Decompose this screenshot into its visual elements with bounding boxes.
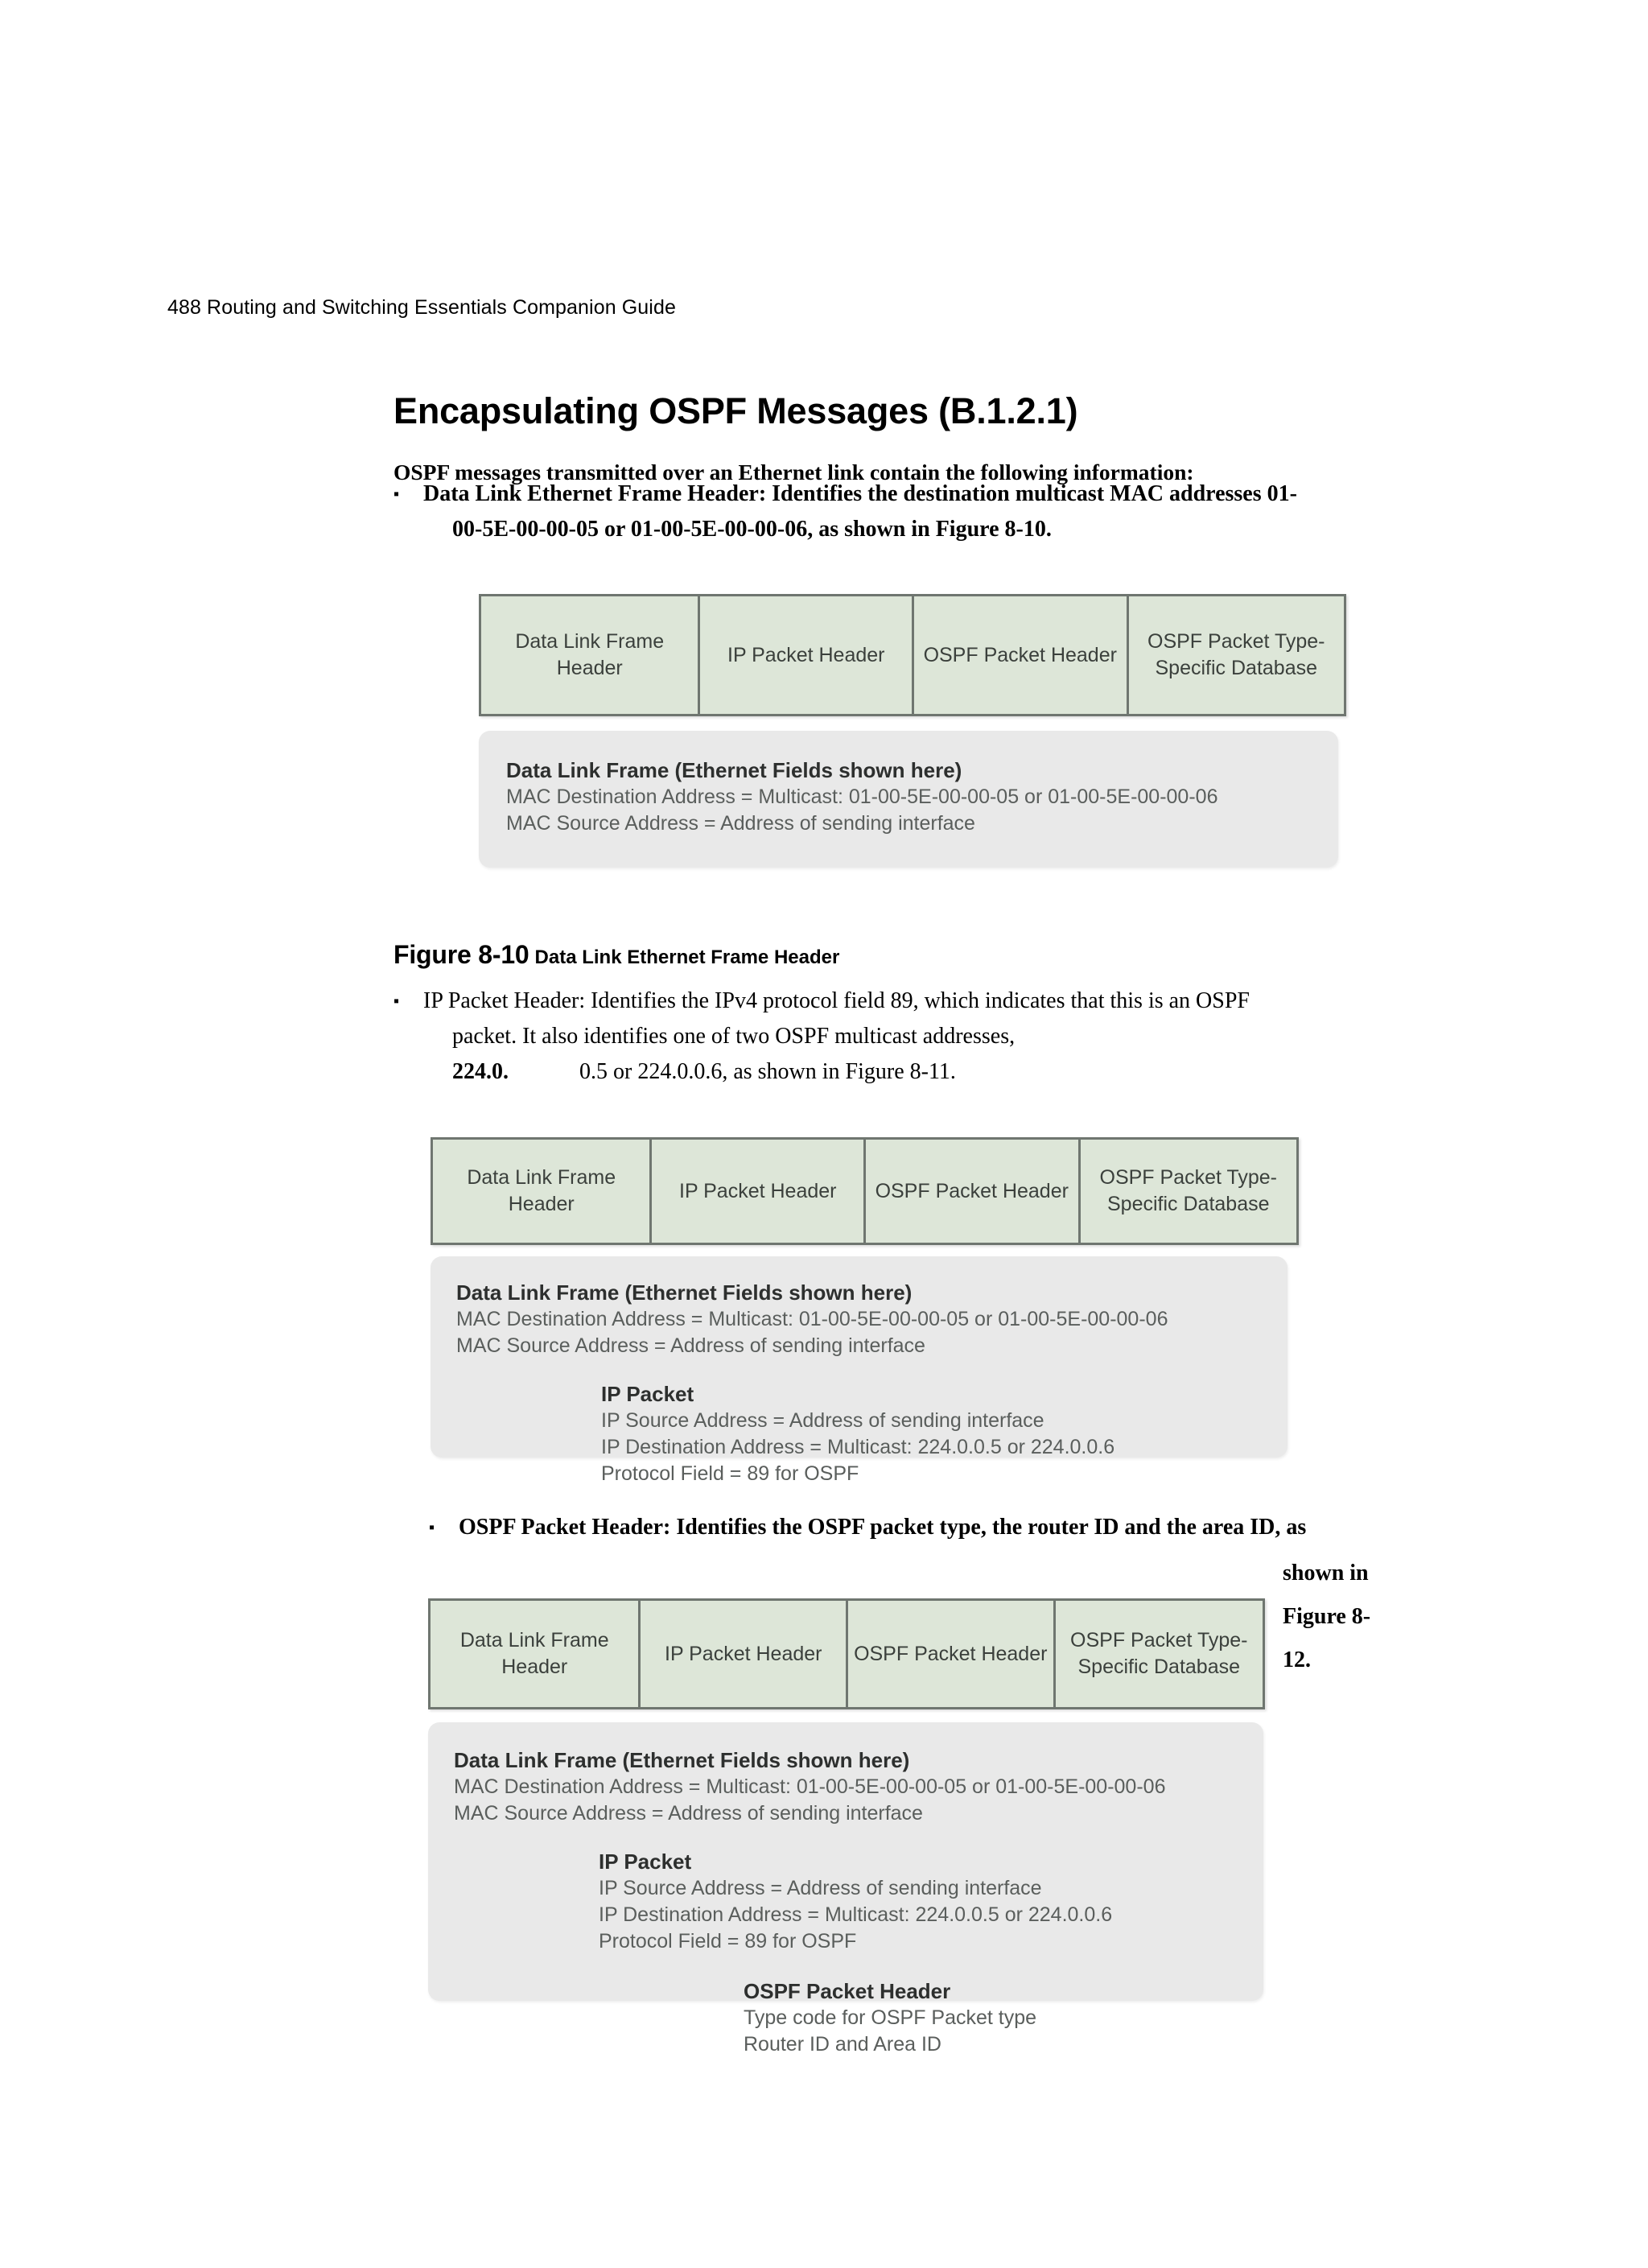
detail-panel-data-link: Data Link Frame (Ethernet Fields shown h… xyxy=(479,731,1338,868)
bullet-item-data-link: ▪ Data Link Ethernet Frame Header: Ident… xyxy=(393,476,1379,547)
detail-title-ip-packet: IP Packet xyxy=(601,1382,694,1406)
detail-ip-destination: IP Destination Address = Multicast: 224.… xyxy=(599,1903,1113,1926)
detail-block-ospf-header: OSPF Packet Header Type code for OSPF Pa… xyxy=(744,1977,1263,2058)
detail-mac-destination: MAC Destination Address = Multicast: 01-… xyxy=(456,1308,1168,1330)
page-title: Encapsulating OSPF Messages (B.1.2.1) xyxy=(393,390,1078,432)
detail-title-data-link: Data Link Frame (Ethernet Fields shown h… xyxy=(454,1748,910,1772)
bullet-one-line-2: 00-5E-00-00-05 or 01-00-5E-00-00-06, as … xyxy=(452,517,1052,542)
packet-frame-row: Data Link Frame Header IP Packet Header … xyxy=(431,1137,1299,1245)
square-bullet-icon: ▪ xyxy=(393,485,400,503)
intro-paragraph: OSPF messages transmitted over an Ethern… xyxy=(393,459,1194,485)
detail-ip-source: IP Source Address = Address of sending i… xyxy=(599,1877,1042,1899)
detail-ospf-type-code: Type code for OSPF Packet type xyxy=(744,2006,1037,2029)
packet-frame-row: Data Link Frame Header IP Packet Header … xyxy=(479,594,1346,716)
margin-line-2: Figure 8- xyxy=(1283,1604,1371,1629)
frame-cell-ospf-packet-header: OSPF Packet Header xyxy=(848,1601,1056,1707)
detail-mac-destination: MAC Destination Address = Multicast: 01-… xyxy=(506,786,1218,808)
margin-line-1: shown in xyxy=(1283,1561,1369,1586)
frame-cell-ospf-packet-header: OSPF Packet Header xyxy=(914,596,1129,714)
bullet-three-margin-overflow: shown in Figure 8- 12. xyxy=(1283,1552,1387,1682)
bullet-two-line-3: 224.0. 0.5 or 224.0.0.6, as shown in Figu… xyxy=(452,1054,1377,1090)
bullet-item-ip-packet: ▪ IP Packet Header: Identifies the IPv4 … xyxy=(393,983,1377,1090)
detail-title-data-link: Data Link Frame (Ethernet Fields shown h… xyxy=(456,1280,913,1305)
frame-cell-ospf-type-database: OSPF Packet Type-Specific Database xyxy=(1147,630,1325,679)
frame-cell-ip-packet-header: IP Packet Header xyxy=(652,1140,866,1243)
detail-block-ip-packet: IP Packet IP Source Address = Address of… xyxy=(601,1380,1288,1487)
detail-panel-ip-packet: Data Link Frame (Ethernet Fields shown h… xyxy=(431,1256,1288,1485)
bullet-two-line-2: packet. It also identifies one of two OS… xyxy=(452,1024,1016,1049)
detail-mac-source: MAC Source Address = Address of sending … xyxy=(454,1802,923,1825)
detail-panel-ospf-header: Data Link Frame (Ethernet Fields shown h… xyxy=(428,1722,1263,2056)
frame-cell-data-link-header: Data Link Frame Header xyxy=(481,596,701,714)
frame-cell-data-link-header: Data Link Frame Header xyxy=(433,1140,653,1243)
frame-cell-ip-packet-header: IP Packet Header xyxy=(641,1601,848,1707)
figure-8-11: Data Link Frame Header IP Packet Header … xyxy=(431,1137,1299,1485)
detail-ip-protocol: Protocol Field = 89 for OSPF xyxy=(599,1930,857,1953)
detail-mac-source: MAC Source Address = Address of sending … xyxy=(456,1334,925,1357)
margin-line-3: 12. xyxy=(1283,1647,1311,1672)
detail-ip-source: IP Source Address = Address of sending i… xyxy=(601,1409,1044,1432)
detail-title-ip-packet: IP Packet xyxy=(599,1849,692,1874)
figure-number: Figure 8-10 xyxy=(393,940,529,969)
running-header: 488 Routing and Switching Essentials Com… xyxy=(167,296,676,319)
figure-8-12: Data Link Frame Header IP Packet Header … xyxy=(428,1598,1265,2056)
square-bullet-icon: ▪ xyxy=(393,992,400,1010)
bullet-one-line-1: Data Link Ethernet Frame Header: Identif… xyxy=(423,481,1297,506)
frame-cell-ospf-type-database: OSPF Packet Type-Specific Database xyxy=(1099,1166,1277,1215)
frame-cell-ospf-packet-header: OSPF Packet Header xyxy=(866,1140,1081,1243)
detail-title-ospf-header: OSPF Packet Header xyxy=(744,1979,951,2003)
bullet-two-line-1: IP Packet Header: Identifies the IPv4 pr… xyxy=(423,988,1250,1013)
detail-ip-destination: IP Destination Address = Multicast: 224.… xyxy=(601,1436,1115,1458)
frame-cell-ospf-type-database: OSPF Packet Type-Specific Database xyxy=(1070,1629,1248,1678)
detail-ospf-router-area-id: Router ID and Area ID xyxy=(744,2033,941,2056)
bullet-three-line-1: OSPF Packet Header: Identifies the OSPF … xyxy=(459,1515,1307,1540)
packet-frame-row: Data Link Frame Header IP Packet Header … xyxy=(428,1598,1265,1709)
detail-title-data-link: Data Link Frame (Ethernet Fields shown h… xyxy=(506,758,962,782)
square-bullet-icon: ▪ xyxy=(429,1519,435,1536)
detail-mac-source: MAC Source Address = Address of sending … xyxy=(506,812,975,835)
figure-title: Data Link Ethernet Frame Header xyxy=(534,946,840,968)
frame-cell-ip-packet-header: IP Packet Header xyxy=(700,596,914,714)
multicast-prefix: 224.0. xyxy=(452,1059,509,1084)
bullet-item-ospf-header: ▪ OSPF Packet Header: Identifies the OSP… xyxy=(429,1510,1379,1545)
detail-mac-destination: MAC Destination Address = Multicast: 01-… xyxy=(454,1775,1166,1798)
detail-ip-protocol: Protocol Field = 89 for OSPF xyxy=(601,1462,859,1485)
frame-cell-data-link-header: Data Link Frame Header xyxy=(431,1601,641,1707)
detail-block-ip-packet: IP Packet IP Source Address = Address of… xyxy=(599,1848,1263,1955)
bullet-two-line-3-rest: 0.5 or 224.0.0.6, as shown in Figure 8-1… xyxy=(579,1059,956,1084)
figure-8-10: Data Link Frame Header IP Packet Header … xyxy=(479,594,1346,868)
